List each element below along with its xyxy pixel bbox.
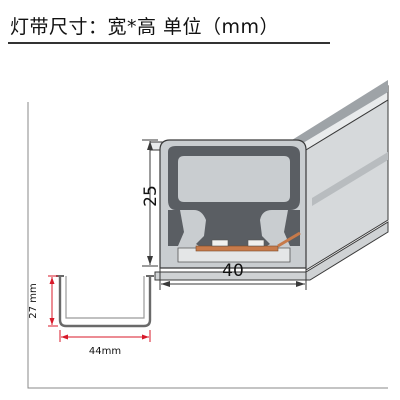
inset-channel [56,275,154,328]
inset-width-label: 44mm [89,346,121,357]
profile-left-arm [168,210,184,246]
profile-top-shade [166,80,388,146]
page-title: 灯带尺寸：宽*高 单位（mm） [10,16,280,38]
inset-height-label: 27 mm [28,283,39,318]
inset-width-dimension [59,330,151,342]
led-strip-depth [277,231,301,248]
main-profile [149,80,389,281]
header-underline [8,42,330,44]
height-value-label: 25 [141,185,161,207]
diagram-frame [27,102,388,389]
led-chip-1 [211,239,229,247]
led-strip [195,245,279,252]
channel-outer [58,276,152,328]
led-chip-2 [247,239,265,247]
height-dimension [142,139,158,267]
inset-height-dimension [48,275,58,327]
page-header: 灯带尺寸：宽*高 单位（mm） [8,6,338,44]
profile-side-groove [312,152,388,206]
width-value-label: 40 [222,261,244,281]
profile-light-window [178,156,290,202]
width-dimension [159,264,307,290]
channel-inner [65,276,145,319]
